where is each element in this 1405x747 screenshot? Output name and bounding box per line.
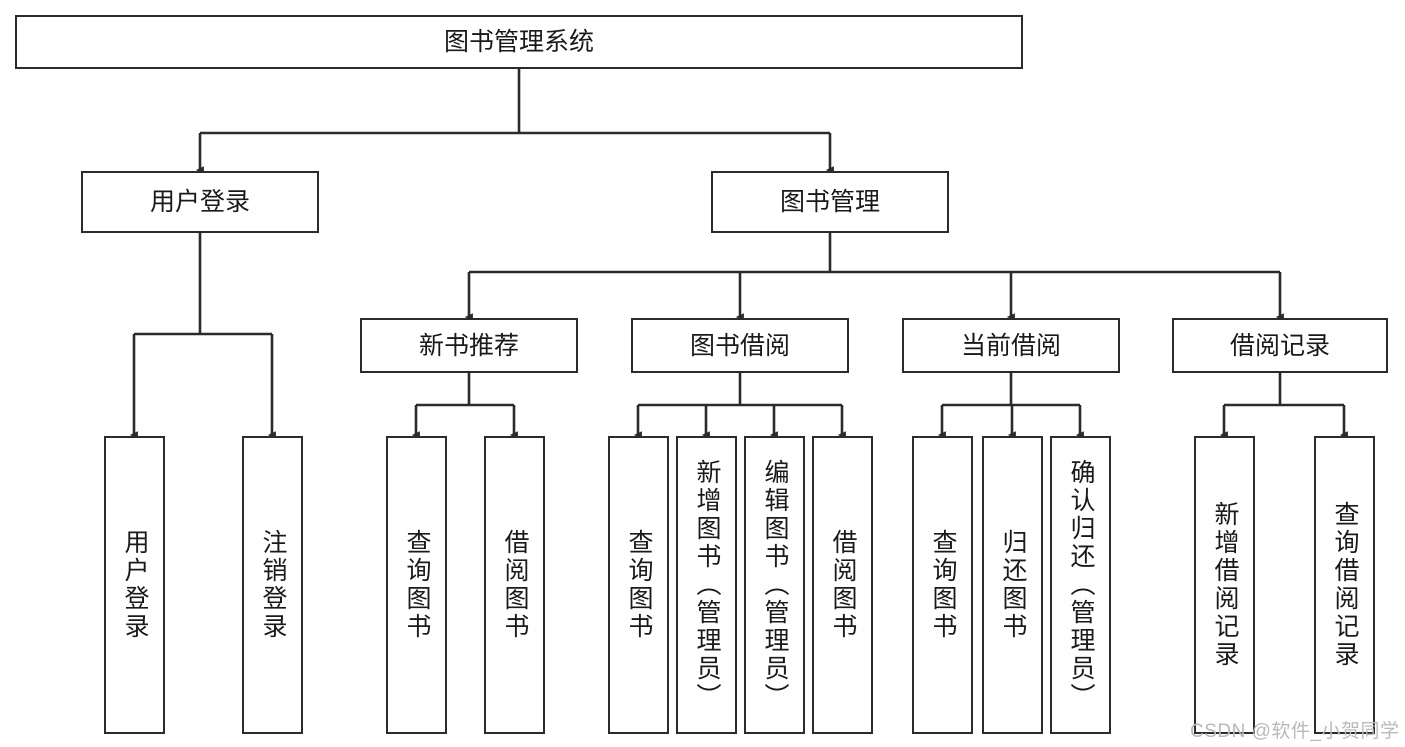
node-label-current-borrow: 当前借阅 xyxy=(960,331,1061,360)
node-label-leaf-logout: 注销登录 xyxy=(259,529,287,641)
node-leaf-confirm-return-admin[interactable]: 确认归还（管理员） xyxy=(1050,436,1111,734)
node-label-leaf-user-login: 用户登录 xyxy=(121,529,149,641)
edge-group-borrow-to-leaves xyxy=(633,373,846,439)
node-label-leaf-query-book-3: 查询图书 xyxy=(929,529,957,641)
node-book-manage[interactable]: 图书管理 xyxy=(711,171,949,233)
node-current-borrow[interactable]: 当前借阅 xyxy=(902,318,1120,373)
node-leaf-query-book-2[interactable]: 查询图书 xyxy=(608,436,669,734)
node-label-leaf-add-borrow-record: 新增借阅记录 xyxy=(1211,501,1239,669)
watermark-text: CSDN @软件_小贺同学 xyxy=(1190,721,1400,742)
edge-group-current-to-leaves xyxy=(937,373,1084,439)
edge-group-recommend-to-leaves xyxy=(411,373,518,439)
node-book-borrow[interactable]: 图书借阅 xyxy=(631,318,849,373)
node-leaf-add-borrow-record[interactable]: 新增借阅记录 xyxy=(1194,436,1255,734)
node-leaf-query-borrow-record[interactable]: 查询借阅记录 xyxy=(1314,436,1375,734)
node-label-new-book-recommend: 新书推荐 xyxy=(418,331,519,360)
node-label-borrow-record: 借阅记录 xyxy=(1229,331,1330,360)
node-label-leaf-confirm-return-admin: 确认归还（管理员） xyxy=(1067,459,1095,711)
node-label-leaf-borrow-book-2: 借阅图书 xyxy=(829,529,857,641)
node-label-leaf-query-book-2: 查询图书 xyxy=(625,529,653,641)
edge-group-user-login-to-leaves xyxy=(129,233,276,439)
node-new-book-recommend[interactable]: 新书推荐 xyxy=(360,318,578,373)
node-leaf-query-book-1[interactable]: 查询图书 xyxy=(386,436,447,734)
node-leaf-user-login[interactable]: 用户登录 xyxy=(104,436,165,734)
node-label-root: 图书管理系统 xyxy=(443,28,594,56)
node-label-leaf-query-book-1: 查询图书 xyxy=(403,529,431,641)
node-label-book-manage: 图书管理 xyxy=(779,188,880,216)
node-leaf-add-book-admin[interactable]: 新增图书（管理员） xyxy=(676,436,737,734)
node-label-user-login: 用户登录 xyxy=(149,188,250,216)
edge-group-root-to-level1 xyxy=(195,69,834,174)
node-leaf-logout[interactable]: 注销登录 xyxy=(242,436,303,734)
node-borrow-record[interactable]: 借阅记录 xyxy=(1172,318,1388,373)
node-leaf-edit-book-admin[interactable]: 编辑图书（管理员） xyxy=(744,436,805,734)
edge-groups xyxy=(129,69,1348,439)
edge-group-record-to-leaves xyxy=(1219,373,1348,439)
node-leaf-borrow-book-1[interactable]: 借阅图书 xyxy=(484,436,545,734)
node-label-leaf-return-book: 归还图书 xyxy=(999,529,1027,641)
node-label-leaf-edit-book-admin: 编辑图书（管理员） xyxy=(761,459,789,711)
node-label-leaf-add-book-admin: 新增图书（管理员） xyxy=(693,459,721,711)
node-label-leaf-query-borrow-record: 查询借阅记录 xyxy=(1331,501,1359,669)
node-user-login[interactable]: 用户登录 xyxy=(81,171,319,233)
node-label-book-borrow: 图书借阅 xyxy=(689,331,790,360)
node-leaf-return-book[interactable]: 归还图书 xyxy=(982,436,1043,734)
node-label-leaf-borrow-book-1: 借阅图书 xyxy=(501,529,529,641)
node-leaf-query-book-3[interactable]: 查询图书 xyxy=(912,436,973,734)
edge-group-book-manage-to-level2 xyxy=(464,233,1284,321)
node-leaf-borrow-book-2[interactable]: 借阅图书 xyxy=(812,436,873,734)
node-root[interactable]: 图书管理系统 xyxy=(15,15,1023,69)
